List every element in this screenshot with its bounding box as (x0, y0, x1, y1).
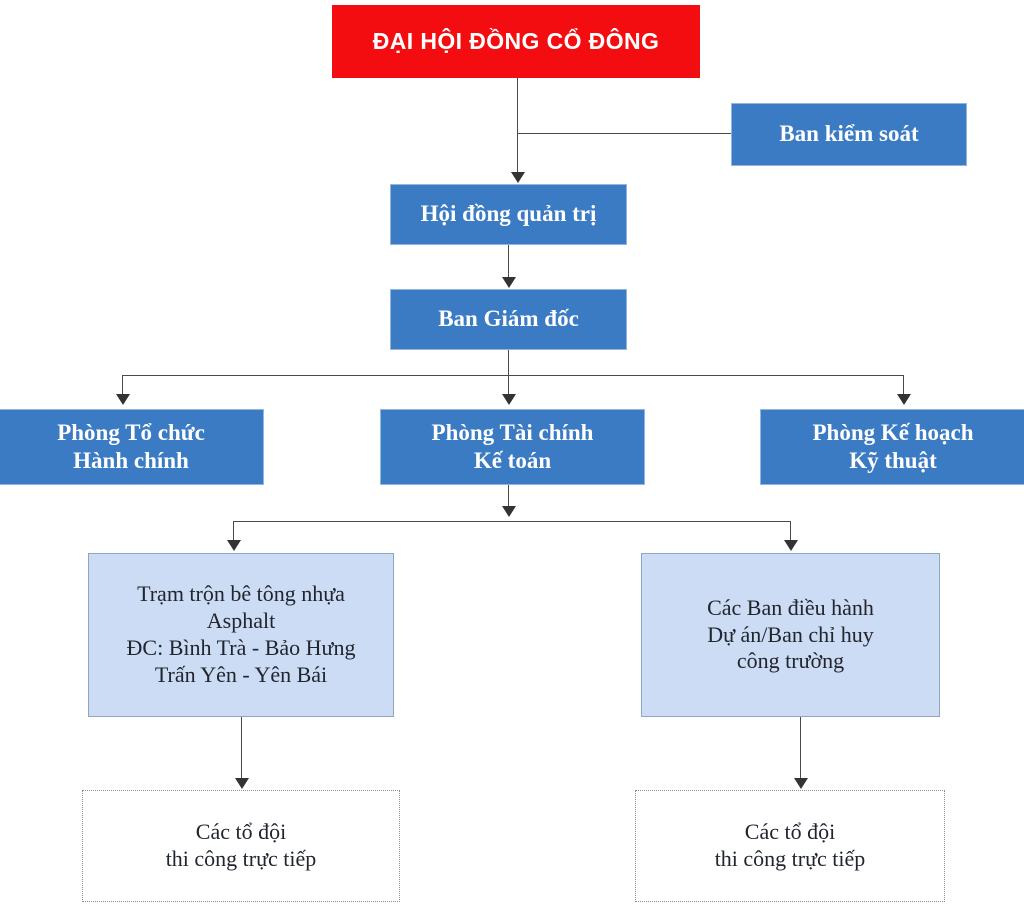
connector-board-to-management (508, 245, 509, 279)
node-board-of-directors[interactable]: Hội đồng quản trị (390, 184, 627, 245)
connector-departments-bus (122, 375, 904, 376)
arrowhead-to-dept-organization (116, 394, 130, 405)
arrowhead-to-asphalt-plant (227, 540, 241, 551)
connector-drop-dept-finance (508, 375, 509, 399)
connector-drop-dept-organization (122, 375, 123, 399)
arrowhead-to-dept-finance (502, 394, 516, 405)
node-shareholders-meeting[interactable]: ĐẠI HỘI ĐỒNG CỔ ĐÔNG (332, 5, 700, 78)
connector-finance-stem (508, 485, 509, 509)
arrowhead-to-dept-planning (897, 394, 911, 405)
node-project-boards[interactable]: Các Ban điều hành Dự án/Ban chỉ huy công… (641, 553, 940, 717)
arrowhead-to-teams-right (794, 778, 808, 789)
arrowhead-to-lower-bus (502, 506, 516, 517)
node-supervisory-board[interactable]: Ban kiểm soát (731, 103, 967, 166)
node-asphalt-plant[interactable]: Trạm trộn bê tông nhựa Asphalt ĐC: Bình … (88, 553, 394, 717)
node-teams-right[interactable]: Các tổ đội thi công trực tiếp (635, 790, 945, 902)
connector-drop-dept-planning (903, 375, 904, 399)
arrowhead-to-project-boards (784, 540, 798, 551)
node-teams-left[interactable]: Các tổ đội thi công trực tiếp (82, 790, 400, 902)
node-management-board[interactable]: Ban Giám đốc (390, 289, 627, 350)
connector-management-stem (508, 350, 509, 375)
node-dept-organization[interactable]: Phòng Tổ chức Hành chính (0, 409, 264, 485)
connector-shareholders-to-board (517, 78, 518, 182)
arrowhead-to-management-board (502, 277, 516, 288)
connector-units-bus (233, 521, 791, 522)
node-dept-finance[interactable]: Phòng Tài chính Kế toán (380, 409, 645, 485)
connector-asphalt-to-teams (241, 717, 242, 780)
connector-supervisory-board (517, 133, 731, 134)
arrowhead-to-teams-left (235, 778, 249, 789)
arrowhead-to-board-of-directors (511, 172, 525, 183)
node-dept-planning[interactable]: Phòng Kế hoạch Kỹ thuật (760, 409, 1024, 485)
connector-drop-project-boards (790, 521, 791, 543)
connector-drop-asphalt-plant (233, 521, 234, 543)
connector-boards-to-teams (800, 717, 801, 780)
